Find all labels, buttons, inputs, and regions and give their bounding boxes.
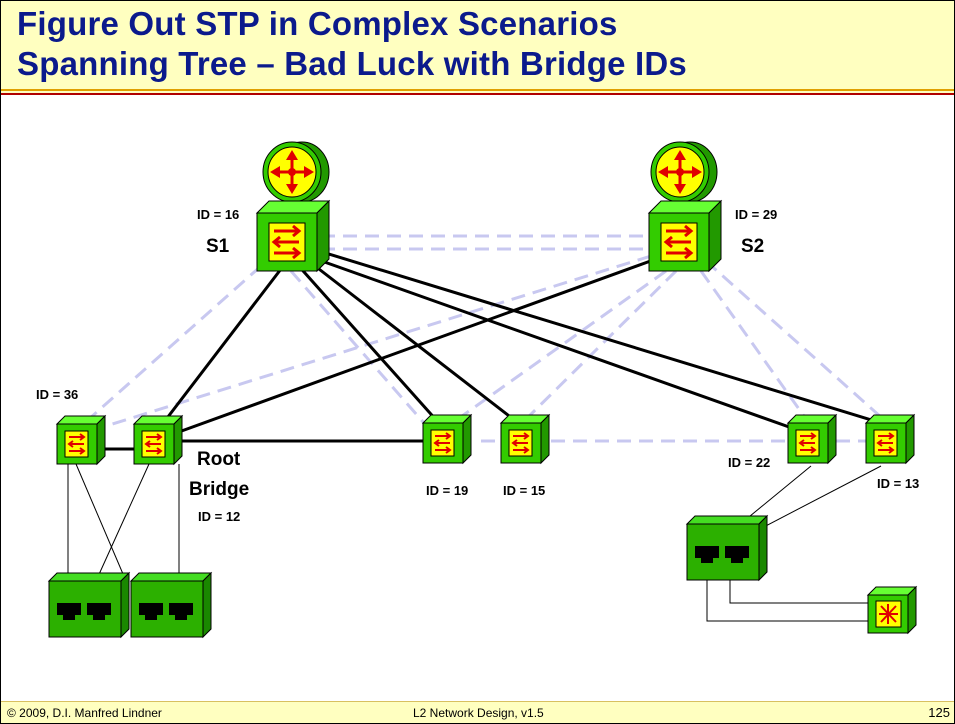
footer-course: L2 Network Design, v1.5 <box>413 706 544 720</box>
root-label-line1: Root <box>197 449 241 470</box>
switch-s2-icon <box>647 199 723 273</box>
switch-s1-icon <box>255 199 331 273</box>
id22-label: ID = 22 <box>728 455 770 470</box>
page-number: 125 <box>928 705 950 720</box>
router-s2-icon <box>649 140 719 204</box>
s1-name-label: S1 <box>206 236 230 257</box>
root-label-line2: Bridge <box>189 479 249 500</box>
active-link-s1-a5 <box>315 257 807 435</box>
cable-a5-host3 <box>743 465 812 522</box>
hub-icon <box>867 586 917 634</box>
host-1-icon <box>48 572 130 638</box>
router-s1-icon <box>261 140 331 204</box>
switch-id19-icon <box>422 414 472 464</box>
footer: © 2009, D.I. Manfred Lindner L2 Network … <box>1 701 954 723</box>
blocked-link-s2-a1 <box>105 254 652 428</box>
switch-id13-icon <box>865 414 915 464</box>
active-link-s1-a6 <box>318 249 892 428</box>
footer-copyright: © 2009, D.I. Manfred Lindner <box>7 706 162 720</box>
active-link-s1-a3 <box>294 262 448 432</box>
host-3-icon <box>686 515 768 581</box>
cable-host3-hub-a <box>706 566 871 622</box>
id15-label: ID = 15 <box>503 483 545 498</box>
id19-label: ID = 19 <box>426 483 468 498</box>
title-line-2: Spanning Tree – Bad Luck with Bridge IDs <box>17 45 687 82</box>
blocked-link-s2-a4 <box>514 269 678 431</box>
header-rule-red <box>1 93 954 95</box>
switch-id36-icon <box>56 415 106 465</box>
s1-id-label: ID = 16 <box>197 207 239 222</box>
blocked-link-s2-a5 <box>699 270 813 427</box>
id12-label: ID = 12 <box>198 509 240 524</box>
switch-id22-icon <box>787 414 837 464</box>
active-links <box>101 249 892 451</box>
blocked-link-s2-a3 <box>440 269 667 433</box>
blocked-link-s2-a6 <box>705 259 892 428</box>
cable-a6-host3 <box>755 465 882 532</box>
active-link-s1-a4 <box>305 257 527 431</box>
header-rule-orange <box>1 89 954 91</box>
blocked-link-s1-a1 <box>88 264 262 421</box>
active-link-s1-root <box>159 268 283 427</box>
network-diagram: ID = 16 S1 ID = 29 S2 ID = 36 Root Bridg… <box>36 140 919 638</box>
id36-label: ID = 36 <box>36 387 78 402</box>
blocked-link-s1-a3 <box>289 270 433 432</box>
host-2-icon <box>130 572 212 638</box>
host-cabling <box>67 463 882 622</box>
s2-name-label: S2 <box>741 236 764 257</box>
blocked-links <box>88 234 892 443</box>
title-line-1: Figure Out STP in Complex Scenarios <box>17 5 618 42</box>
header: Figure Out STP in Complex Scenarios Span… <box>1 1 954 93</box>
cable-a1-host2 <box>75 463 127 582</box>
switch-root-id12-icon <box>133 415 183 465</box>
cable-root-host1 <box>95 463 150 582</box>
id13-label: ID = 13 <box>877 476 919 491</box>
switch-id15-icon <box>500 414 550 464</box>
s2-id-label: ID = 29 <box>735 207 777 222</box>
active-link-s2-root <box>175 257 657 435</box>
